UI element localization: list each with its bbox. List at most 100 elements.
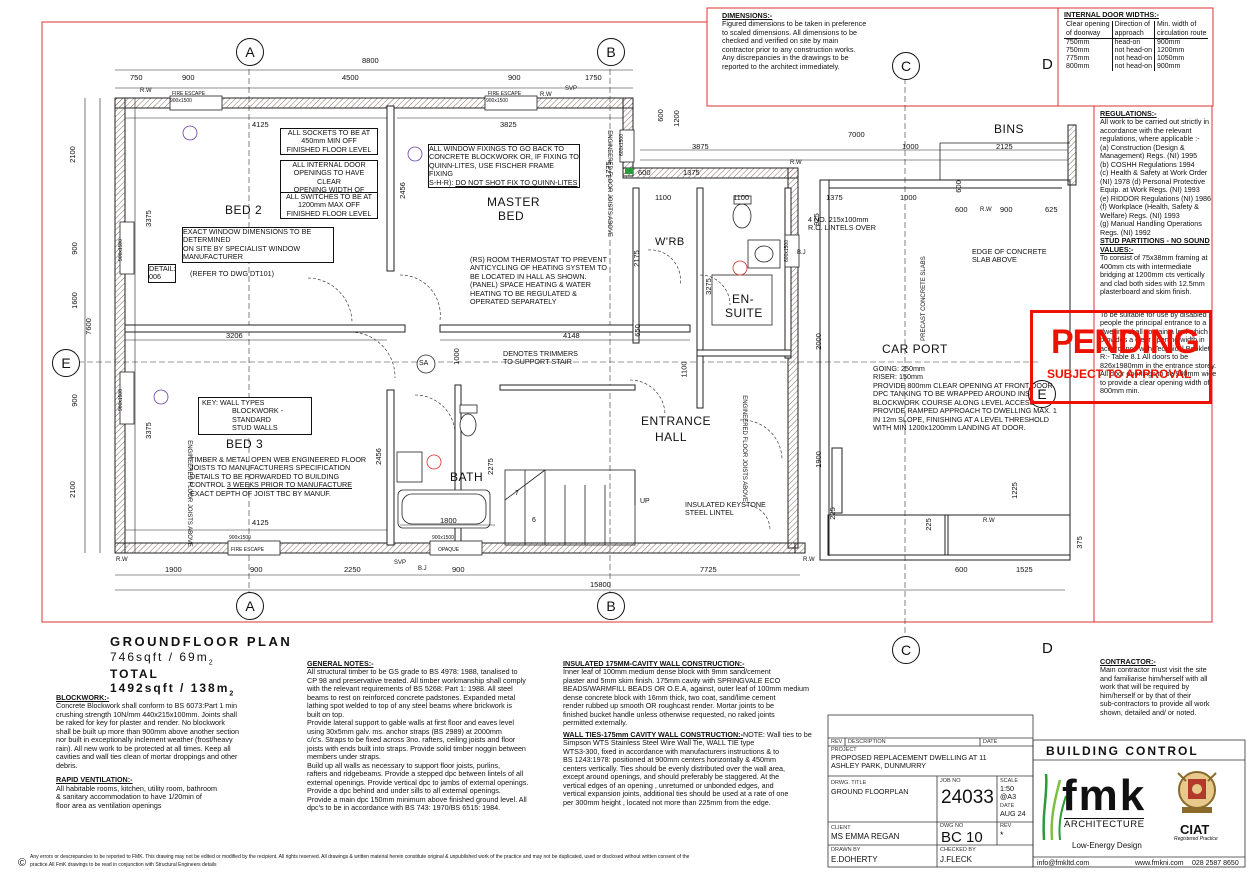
note-detail-ref: (REFER TO DWG DT101) — [190, 269, 274, 278]
label-bj-1: B.J — [797, 250, 806, 256]
tb-scale: 1:50@A3 — [1000, 784, 1017, 802]
room-bins: BINS — [994, 122, 1025, 136]
ciat-sub: Registered Practice — [1174, 836, 1218, 842]
dimensions-note: DIMENSIONS:- Figured dimensions to be ta… — [722, 11, 867, 71]
grid-marker-c-top: C — [892, 52, 920, 80]
fire-escape-2: FIRE ESCAPE — [488, 91, 522, 97]
label-step-7: 7 — [515, 490, 519, 497]
dim-b1525: 1525 — [1016, 565, 1033, 574]
contact-email[interactable]: info@fmkltd.com — [1037, 860, 1090, 867]
dim-top-1750: 1750 — [585, 73, 602, 82]
room-entrance-line2: HALL — [655, 430, 688, 444]
tb-rev: * — [1000, 830, 1004, 840]
tb-date-label: DATE — [983, 739, 998, 745]
label-rw-4: R.W — [980, 207, 992, 213]
tb-desc-label: DESCRIPTION — [848, 739, 886, 745]
window-label-1: 900x1500 — [170, 98, 192, 104]
copyright-icon: © — [18, 857, 27, 869]
room-bed-3: BED 3 — [226, 437, 264, 451]
label-svp-1: SVP — [565, 86, 578, 92]
plan-title: GROUNDFLOOR PLAN — [110, 634, 293, 649]
ciat-label: CIAT — [1180, 822, 1210, 837]
dim-overall-top: 8800 — [362, 56, 379, 65]
ciat-crest-icon — [1177, 771, 1217, 813]
window-opaque: OPAQUE — [438, 547, 460, 553]
building-control-label: BUILDING CONTROL — [1046, 744, 1199, 758]
fire-escape-3: FIRE ESCAPE — [231, 547, 265, 553]
dim-625: 625 — [1045, 205, 1058, 214]
label-rw-6: R.W — [803, 557, 815, 563]
label-rw-3: R.W — [790, 160, 802, 166]
contact-phone: 028 2587 8650 — [1192, 860, 1239, 867]
plan-area-total: 1492sqft / 138m2 — [110, 681, 236, 698]
plan-total-label: TOTAL — [110, 667, 159, 682]
tb-job-label: JOB NO — [940, 778, 961, 784]
room-car-port: CAR PORT — [882, 342, 948, 356]
wall-type-key: KEY: WALL TYPES BLOCKWORK - STANDARD STU… — [198, 397, 312, 435]
dim-top-750: 750 — [130, 73, 143, 82]
tb-checked-label: CHECKED BY — [940, 847, 976, 853]
dim-top-900a: 900 — [182, 73, 195, 82]
tb-drawn: E.DOHERTY — [831, 855, 878, 864]
grid-marker-b-bottom: B — [597, 592, 625, 620]
dim-4148: 4148 — [563, 331, 580, 340]
grid-marker-b-top: B — [597, 38, 625, 66]
grid-marker-d-bottom: D — [1042, 640, 1053, 657]
dim-b2250: 2250 — [344, 565, 361, 574]
tb-drwg-title: GROUND FLOORPLAN — [831, 787, 909, 796]
tb-client-label: CLIENT — [831, 825, 851, 831]
tb-job-no: 24033 — [941, 787, 994, 808]
dim-4125b: 4125 — [252, 518, 269, 527]
general-notes: GENERAL NOTES:- All structural timber to… — [307, 659, 529, 813]
grid-marker-e-left: E — [52, 349, 80, 377]
room-bed-2: BED 2 — [225, 203, 263, 217]
tb-rev-lbl2: REV — [1000, 823, 1012, 829]
dim-1375a: 1375 — [683, 168, 700, 177]
dim-1800: 1800 — [440, 516, 457, 525]
dim-3206: 3206 — [226, 331, 243, 340]
blockwork-notes: BLOCKWORK:- Concrete Blockwork shall con… — [56, 693, 239, 810]
fire-escape-1: FIRE ESCAPE — [172, 91, 206, 97]
dim-b900b: 900 — [452, 565, 465, 574]
dim-1375b: 1375 — [826, 193, 843, 202]
room-bath: BATH — [450, 470, 484, 484]
dim-600a: 600 — [638, 168, 651, 177]
footer-disclaimer: Any errors or descrepancies to be report… — [30, 854, 690, 868]
plan-area-floor: 746sqft / 69m2 — [110, 650, 215, 667]
grid-marker-d-top: D — [1042, 56, 1053, 73]
room-master-bed-line1: MASTER — [487, 195, 541, 209]
label-rw-5: R.W — [116, 557, 128, 563]
contact-web[interactable]: www.fmkni.com — [1135, 860, 1184, 867]
grid-marker-c-bottom: C — [892, 636, 920, 664]
dim-7000: 7000 — [848, 130, 865, 139]
dim-2125: 2125 — [996, 142, 1013, 151]
window-label-4: 900x1500 — [432, 535, 454, 541]
fmk-low-energy: Low-Energy Design — [1072, 841, 1142, 850]
note-window-dims: EXACT WINDOW DIMENSIONS TO BE DETERMINED… — [182, 227, 334, 263]
pending-stamp: PENDING SUBJECT TO APPROVAL — [1030, 310, 1212, 404]
tb-checked: J.FLECK — [940, 855, 973, 864]
label-svp-2: SVP — [394, 560, 407, 566]
dim-1100b: 1100 — [733, 193, 750, 202]
tb-drwg-title-label: DRWG. TITLE — [831, 780, 867, 786]
room-sa: SA — [419, 360, 429, 367]
fmk-logo: fmk — [1062, 771, 1147, 820]
dim-b600: 600 — [955, 565, 968, 574]
grid-marker-a-top: A — [236, 38, 264, 66]
room-ensuite-line1: EN- — [732, 292, 755, 306]
room-ensuite-line2: SUITE — [725, 306, 763, 320]
note-detail-box: DETAIL:006 — [148, 264, 176, 283]
label-bj-2: B.J — [418, 566, 427, 572]
label-step-6: 6 — [532, 517, 536, 524]
